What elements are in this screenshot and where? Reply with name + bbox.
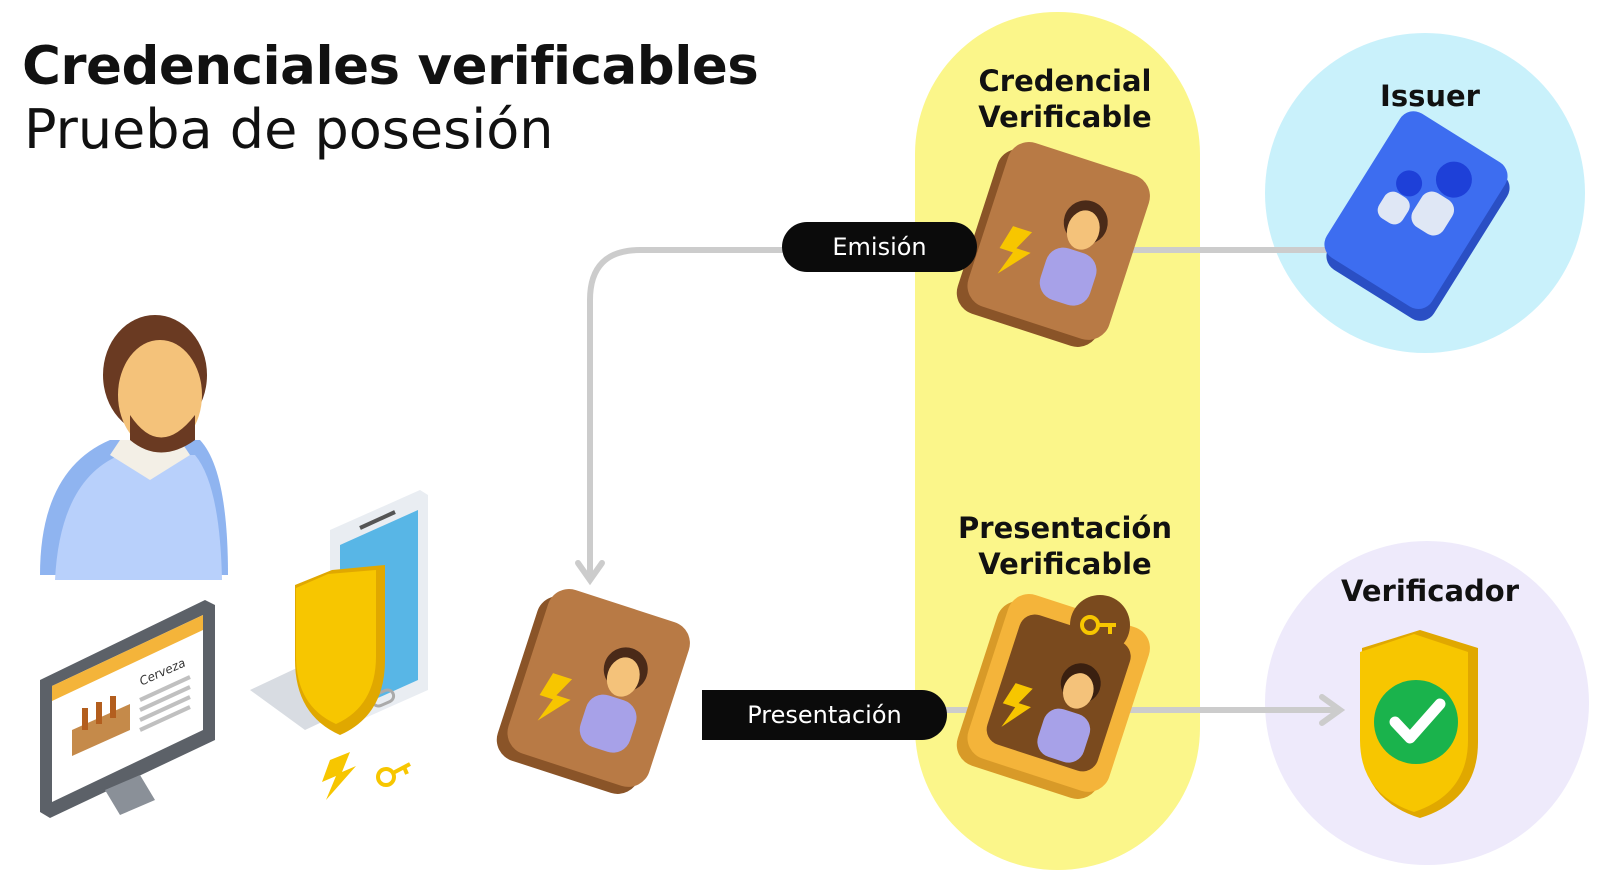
monitor-icon (40, 600, 215, 818)
page-title: Credenciales verificables (22, 36, 759, 97)
beer-crate-icon (72, 696, 130, 756)
issuer-badge-icon (1324, 111, 1510, 321)
credential-card-icon (956, 142, 1150, 347)
issuer-label: Issuer (1380, 79, 1480, 113)
vc-label-line-2: Verificable (978, 100, 1152, 134)
page-subtitle: Prueba de posesión (24, 98, 554, 161)
verified-shield-icon (1360, 630, 1478, 818)
vc-label-line-1: Credencial (978, 64, 1152, 98)
issuance-arrowhead-icon (575, 560, 605, 586)
check-icon (1389, 698, 1446, 744)
verifiable-credential-label: Credencial Verificable (930, 63, 1200, 135)
shield-icon (295, 565, 385, 735)
verifiable-presentation-label: Presentación Verificable (930, 510, 1200, 582)
key-badge-icon (1070, 595, 1130, 655)
person-icon (40, 315, 228, 580)
key-icon (376, 762, 411, 787)
presentation-pill: Presentación (702, 690, 947, 740)
check-circle (1374, 680, 1458, 764)
issuance-arrow (587, 247, 1358, 580)
presentation-arrowhead-icon (1319, 694, 1346, 726)
lightning-icon (322, 752, 356, 800)
issuance-pill: Emisión (782, 222, 977, 272)
vp-label-line-2: Verificable (978, 547, 1152, 581)
vp-label-line-1: Presentación (958, 511, 1172, 545)
holder-credential-card-icon (496, 589, 690, 794)
verifier-label: Verificador (1340, 574, 1519, 608)
